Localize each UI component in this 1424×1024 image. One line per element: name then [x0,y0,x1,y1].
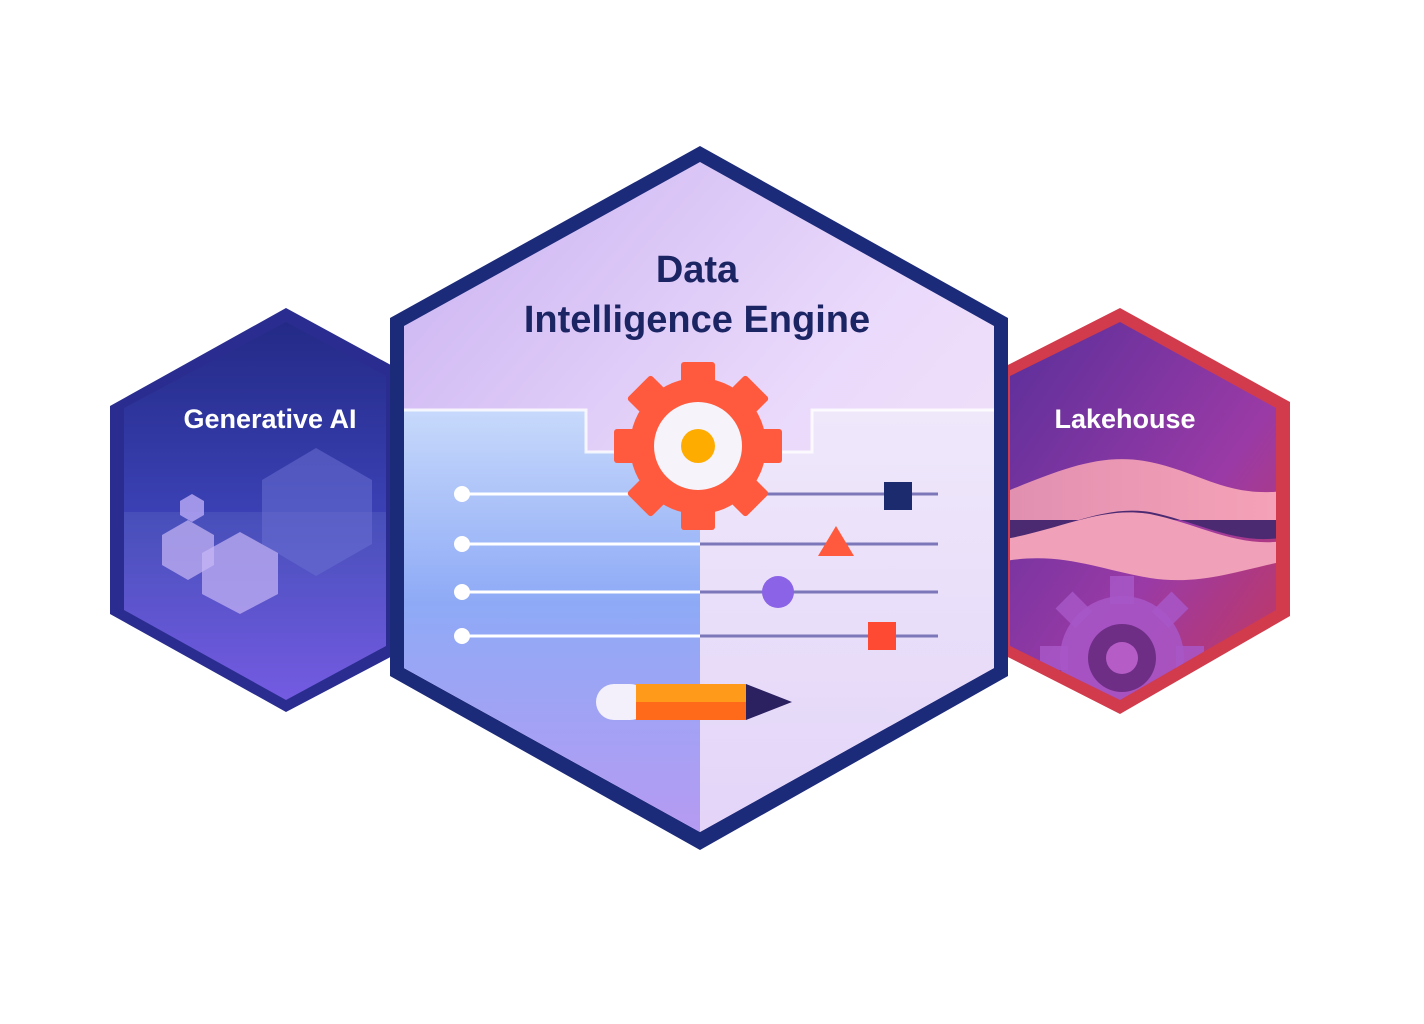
center-title-line1: Data [656,249,739,291]
square-marker-orange [868,622,896,650]
wave-layers-icon [1010,459,1276,581]
lakehouse-title: Lakehouse [1054,404,1195,434]
lakehouse-hexagon: Lakehouse [998,308,1290,714]
left-hex-face [124,322,386,700]
center-title-line2: Intelligence Engine [524,299,870,341]
hexagon-cluster-icon [162,448,372,614]
generative-ai-title: Generative AI [183,404,356,434]
slider-lines-icon [454,482,938,650]
gear-icon [614,362,782,530]
generative-ai-hexagon: Generative AI [110,308,400,712]
square-marker [884,482,912,510]
triangle-marker [818,526,854,556]
pencil-icon [596,684,792,720]
data-intelligence-engine-hexagon: Data Intelligence Engine [390,146,1008,850]
circle-marker [762,576,794,608]
